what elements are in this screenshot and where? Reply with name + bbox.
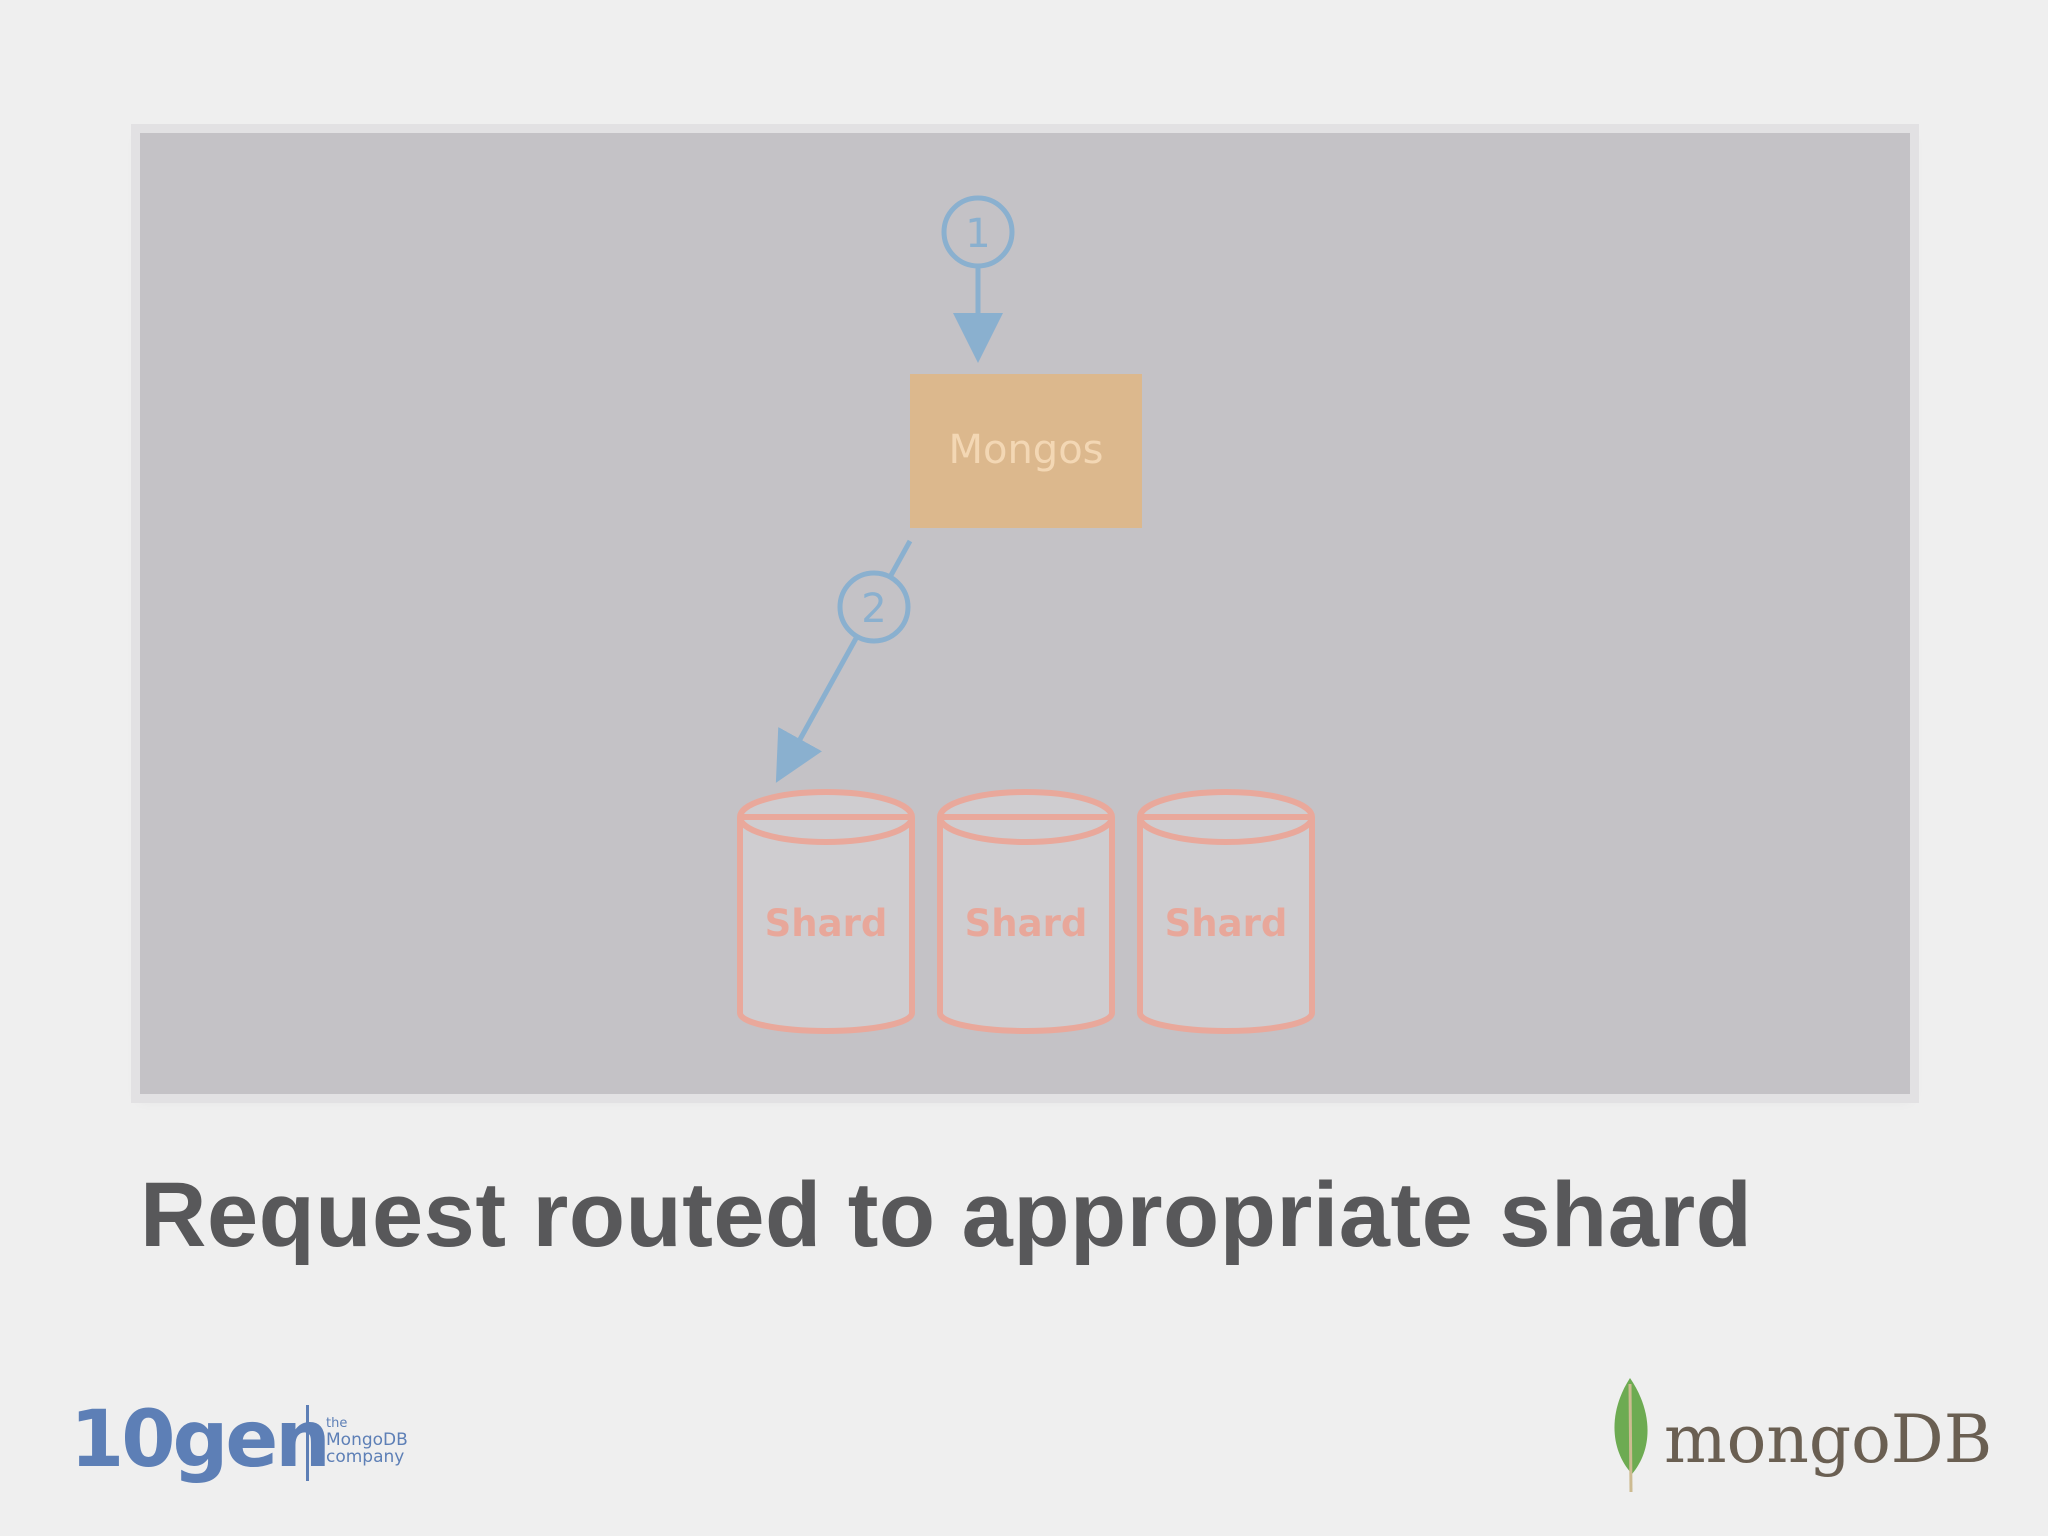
diagram-panel: 1 Mongos 2 Shard Shard [140, 133, 1910, 1094]
step-2-marker: 2 [837, 570, 911, 644]
tagline-mongodb: MongoDB [326, 1430, 408, 1450]
10gen-tagline: the MongoDB company [326, 1415, 408, 1466]
step-2-label: 2 [861, 586, 886, 632]
leaf-icon [1614, 1378, 1648, 1493]
10gen-wordmark: 10gen [70, 1395, 331, 1485]
shard-1-label: Shard [765, 902, 888, 945]
tagline-company: company [326, 1447, 405, 1467]
10gen-logo: 10gen the MongoDB company [70, 1385, 430, 1495]
step-1-marker: 1 [941, 195, 1015, 269]
shard-2: Shard [937, 789, 1115, 1034]
shard-3-label: Shard [1165, 902, 1288, 945]
logo-divider [306, 1405, 309, 1481]
mongodb-logo: mongoDB [1600, 1370, 1992, 1500]
shard-1: Shard [737, 789, 915, 1034]
mongos-box: Mongos [910, 374, 1142, 528]
slide-caption: Request routed to appropriate shard [140, 1164, 1753, 1266]
step-1-label: 1 [965, 211, 990, 257]
mongodb-wordmark: mongoDB [1664, 1401, 1993, 1478]
shard-2-label: Shard [965, 902, 1088, 945]
mongos-label: Mongos [948, 427, 1103, 473]
shard-3: Shard [1137, 789, 1315, 1034]
architecture-diagram: 1 Mongos 2 Shard Shard [737, 195, 1315, 1034]
tagline-the: the [326, 1416, 348, 1431]
arrow-mongos-to-shard [775, 539, 913, 783]
